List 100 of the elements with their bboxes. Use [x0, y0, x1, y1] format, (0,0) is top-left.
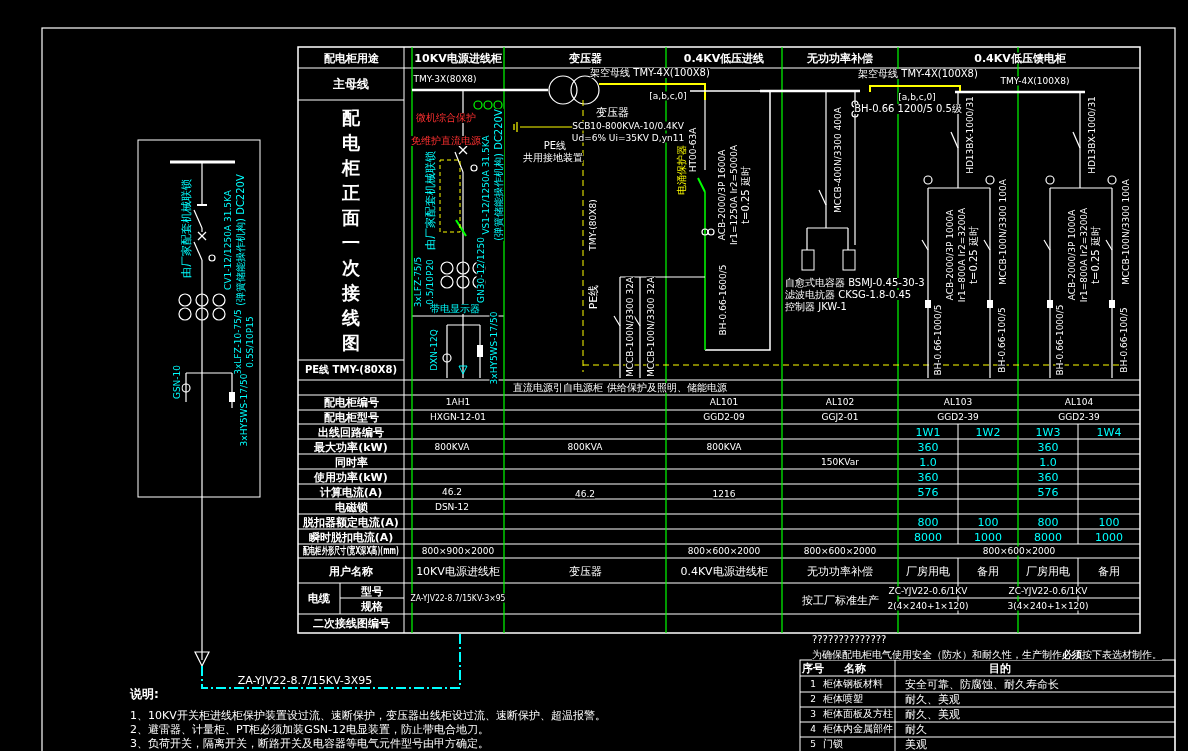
table-value: 2(4×240+1×120): [887, 601, 969, 611]
component-label: (弹簧储能操作机构) DC220V: [494, 109, 504, 241]
component-label: (弹簧储能操作机构) DC220V: [236, 174, 246, 306]
table-value: AL103: [943, 397, 973, 407]
table-value: 360: [1037, 441, 1059, 453]
component-label: 自愈式电容器 BSMJ-0.45-30-3: [785, 278, 925, 288]
table-value: AL102: [825, 397, 855, 407]
component-label: PE线: [587, 284, 599, 310]
table-value: 800×600×2000: [687, 546, 761, 556]
row-label: PE线 TMY-(80X8): [304, 365, 398, 375]
note-text: 为确保配电柜电气使用安全（防水）和耐久性，生产制作必须按下表选材制作。: [812, 650, 1162, 660]
component-label: BH-0.66-100/5: [1119, 307, 1129, 373]
component-label: MCCB-100N/3300 100A: [998, 179, 1008, 285]
column-title: 10KV电源进线柜: [414, 52, 502, 64]
component-label: GSN-10: [172, 364, 182, 400]
component-label: 3xHY5WS-17/50: [239, 373, 249, 447]
table-value: 800KVA: [567, 442, 603, 452]
table-value: 柜体面板及方柱: [823, 709, 893, 719]
component-label: 3xLFZ-75/5: [413, 256, 423, 308]
table-value: 360: [1037, 471, 1059, 483]
table-value: 耐久: [905, 723, 927, 735]
component-label: MCCB-100N/3300 100A: [1121, 179, 1131, 285]
table-value: 1.0: [919, 456, 937, 468]
table-value: 46.2: [442, 487, 462, 497]
component-label: 0.5/10P20: [425, 259, 435, 305]
component-label: t=0.25 延时: [969, 226, 979, 284]
component-label: HT00-63A: [688, 127, 698, 173]
component-label: 滤波电抗器 CKSG-1.8-0.45: [785, 290, 912, 300]
component-label: BH-0.66-1600/5: [718, 264, 728, 336]
column-title: 目的: [989, 662, 1011, 674]
table-value: 800KVA: [706, 442, 742, 452]
table-value: 800×900×2000: [421, 546, 495, 556]
table-value: 门锁: [823, 739, 843, 749]
column-title: 0.4KV低压进线: [683, 52, 765, 64]
table-value: ZC-YJV22-0.6/1KV: [888, 586, 968, 596]
table-value: 1W1: [915, 426, 941, 438]
component-label: Ir1=800A Ir2=3200A: [957, 207, 967, 303]
table-value: 柜体喷塑: [823, 694, 863, 704]
table-value: 耐久、美观: [905, 693, 960, 705]
table-value: 1000: [1095, 531, 1123, 543]
component-label: Ir1=1250A Ir2=5000A: [729, 144, 739, 246]
component-label: CV1-12/1250A 31.5KA: [223, 190, 233, 290]
component-label: MCCB-100N/3300 32A: [646, 276, 656, 378]
table-value: 8000: [1034, 531, 1062, 543]
table-value: 360: [917, 441, 939, 453]
table-value: AL101: [709, 397, 739, 407]
busbar-label: TMY-4X(100X8): [1000, 76, 1070, 86]
phase-label: [a,b,c,0]: [898, 92, 936, 102]
column-title: 序号: [802, 662, 824, 674]
table-value: 3(4×240+1×120): [1007, 601, 1089, 611]
table-value: 1W3: [1035, 426, 1061, 438]
component-label: BH-0.66 1200/5 0.5级: [854, 104, 962, 114]
table-value: 10KV电源进线柜: [416, 565, 500, 577]
component-label: 电涌保护器: [677, 145, 687, 195]
table-value: 厂房用电: [906, 565, 950, 577]
component-label: SCB10-800KVA-10/0.4KV: [572, 121, 684, 131]
component-label: TMY-(80X8): [588, 199, 598, 251]
table-value: 1: [810, 679, 816, 689]
table-value: 8000: [914, 531, 942, 543]
row-label: 主母线: [333, 78, 369, 90]
table-value: 1W2: [975, 426, 1001, 438]
row-label: 同时率: [334, 456, 368, 468]
component-label: 带电显示器: [430, 304, 480, 314]
busbar-label: 架空母线 TMY-4X(100X8): [590, 68, 710, 78]
table-value: 100: [977, 516, 999, 528]
table-value: 5: [810, 739, 816, 749]
row-label: 瞬时脱扣电流(A): [308, 531, 394, 543]
component-label: ACB-2000/3P 1000A: [1067, 209, 1077, 301]
table-value: 576: [1037, 486, 1059, 498]
component-label: 由厂家配套机械联锁: [424, 150, 436, 250]
note-heading: 说明:: [130, 688, 159, 700]
table-value: 变压器: [568, 565, 602, 577]
component-label: Ir1=800A Ir2=3200A: [1079, 207, 1089, 303]
table-value: 1000: [974, 531, 1002, 543]
row-label: 用户名称: [329, 565, 373, 577]
column-title: 无功功率补偿: [807, 52, 873, 64]
busbar-label: TMY-3X(80X8): [413, 74, 477, 84]
column-title: 名称: [844, 662, 866, 674]
table-value: 3: [810, 709, 816, 719]
table-value: 安全可靠、防腐蚀、耐久寿命长: [905, 678, 1059, 690]
row-label: 最大功率(kW): [314, 441, 388, 453]
table-value: 1AH1: [445, 397, 471, 407]
component-label: 3xHY5WS-17/50: [489, 311, 499, 385]
component-label: 3xLFZ-10-75/5: [233, 309, 243, 375]
component-label: DXN-12Q: [429, 329, 439, 371]
table-value: GGJ2-01: [821, 412, 859, 422]
table-value: GGD2-39: [937, 412, 979, 422]
row-label: 型号: [361, 585, 383, 597]
table-value: 美观: [905, 738, 927, 750]
component-label: ACB-2000/3P 1000A: [945, 209, 955, 301]
table-value: 4: [810, 724, 816, 734]
component-label: 由厂家配套机械联锁: [180, 178, 192, 278]
column-title: 变压器: [568, 52, 602, 64]
row-label: 计算电流(A): [319, 486, 383, 498]
row-label: 电磁锁: [334, 501, 368, 513]
row-label: 出线回路编号: [318, 426, 384, 438]
table-value: 按工厂标准生产: [801, 594, 879, 606]
component-label: BH-0.66-1000/5: [933, 304, 943, 376]
component-label: GN30-12/1250: [476, 237, 486, 303]
column-title: 配电柜用途: [323, 52, 379, 64]
